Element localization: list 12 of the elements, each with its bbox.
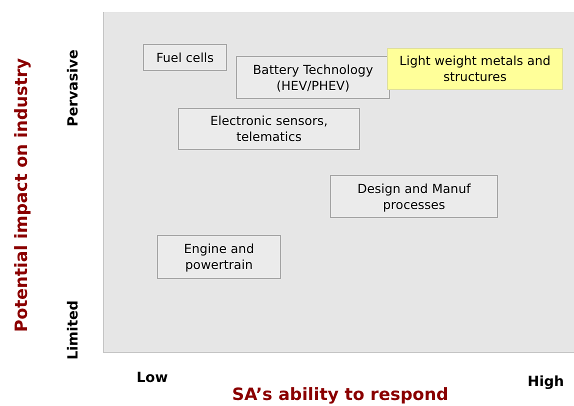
category-box: Light weight metals and structures: [387, 48, 563, 90]
axis-tick-label: Low: [136, 370, 168, 386]
category-box: Fuel cells: [143, 44, 227, 71]
category-box: Engine and powertrain: [157, 235, 281, 279]
category-box: Electronic sensors, telematics: [178, 108, 360, 150]
category-box: Design and Manuf processes: [330, 175, 498, 218]
category-box: Battery Technology (HEV/PHEV): [236, 56, 390, 99]
axis-title: Potential impact on industry: [12, 58, 32, 332]
axis-title: SA’s ability to respond: [232, 385, 448, 405]
axis-tick-label: High: [528, 374, 564, 390]
axis-tick-label: Limited: [65, 300, 82, 360]
axis-tick-label: Pervasive: [65, 50, 81, 126]
